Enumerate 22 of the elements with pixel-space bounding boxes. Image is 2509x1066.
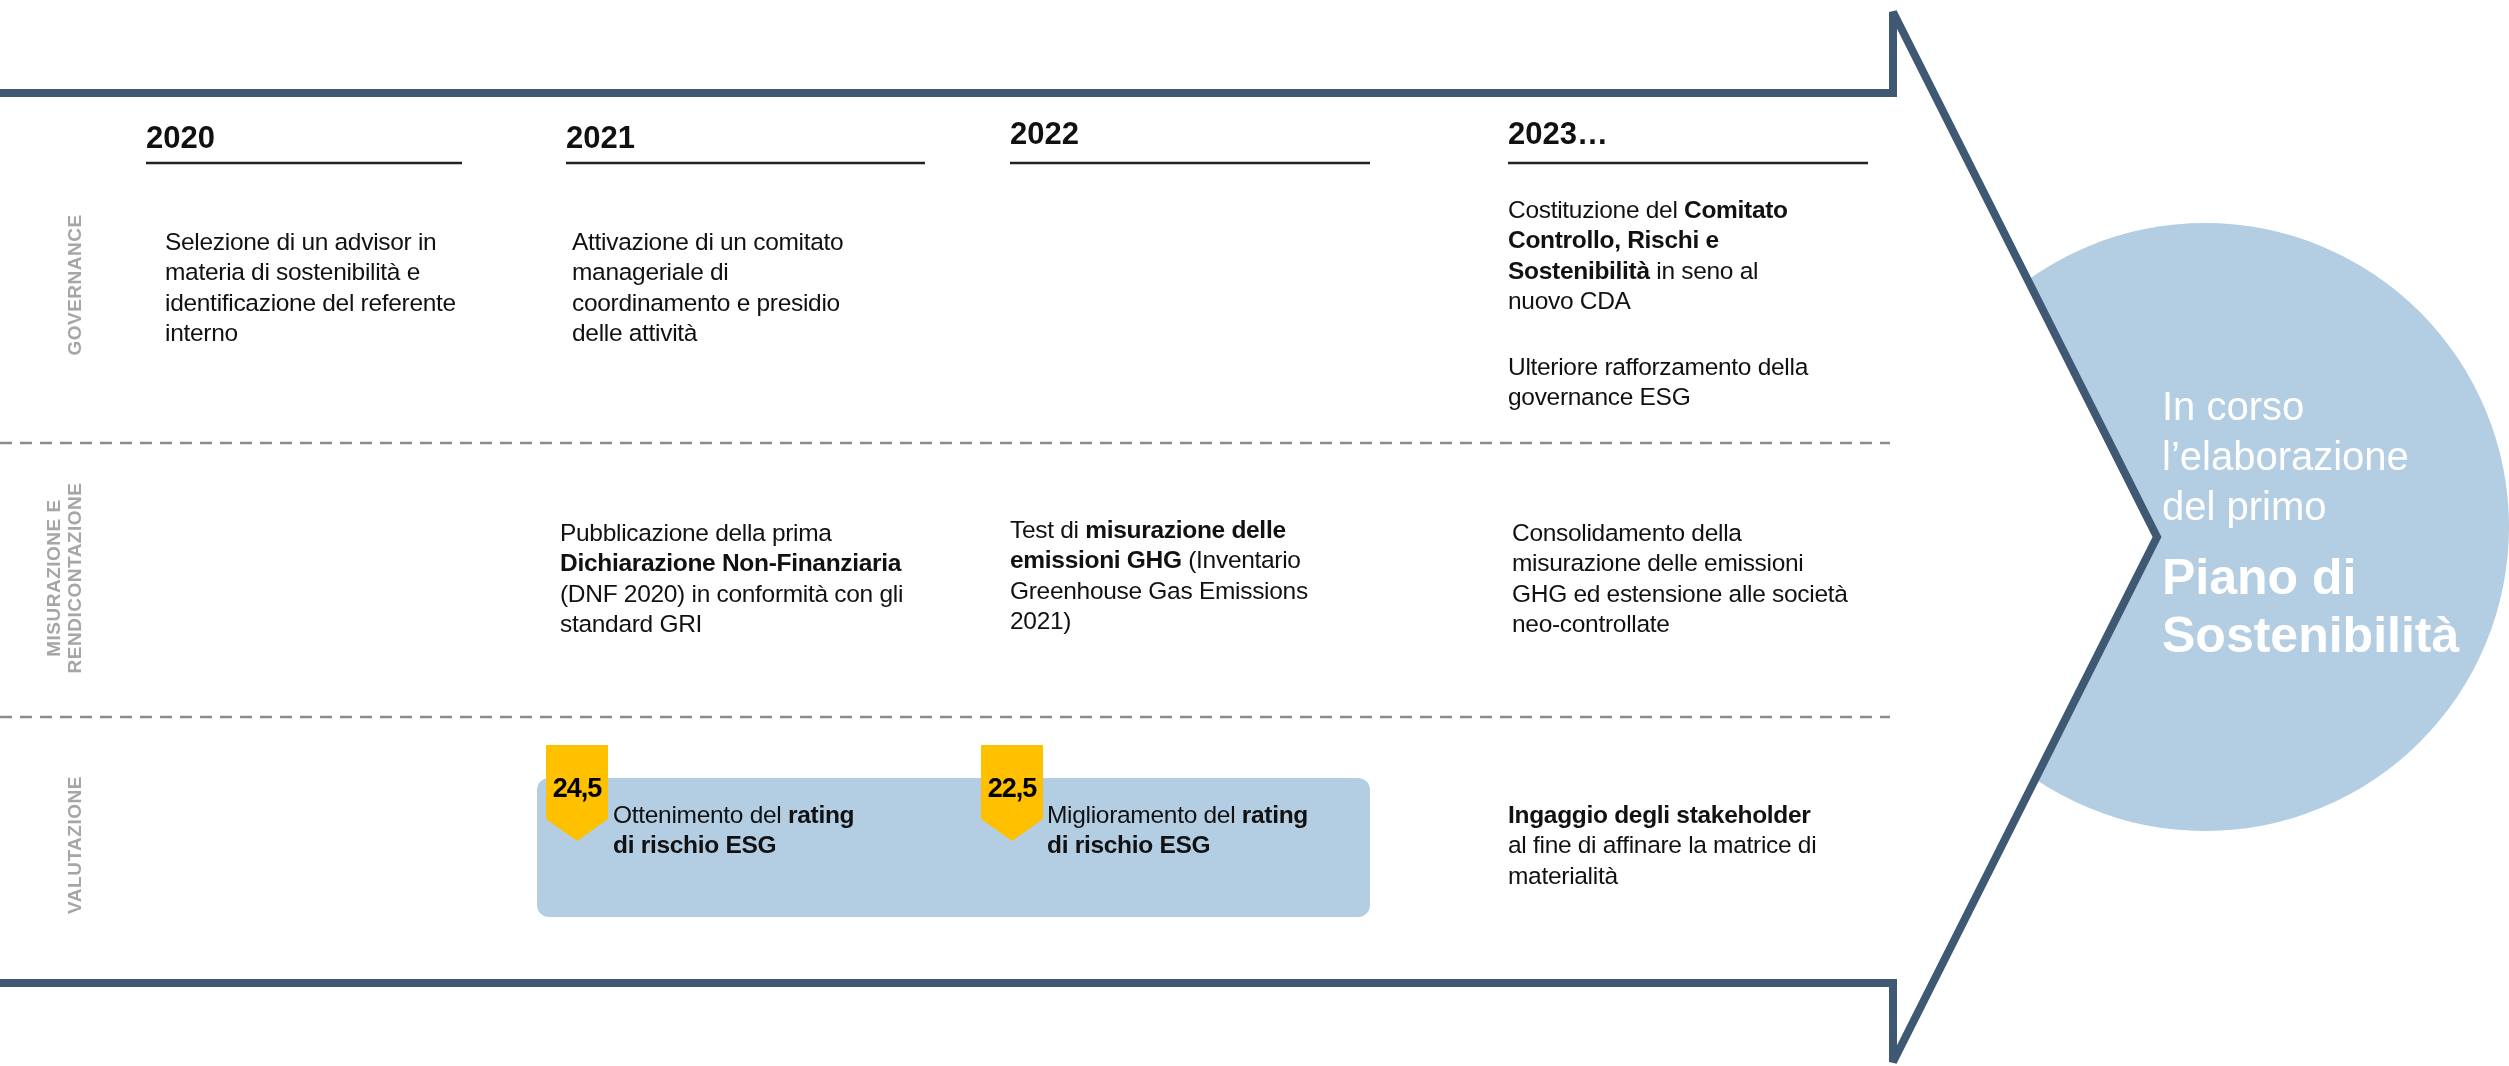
milestone-text: Ingaggio degli stakeholder al fine di affinare la matrice di materialità — [1508, 800, 1818, 891]
year-heading: 2020 — [146, 120, 215, 156]
row-label: VALUTAZIONE — [62, 775, 86, 916]
milestone-text: Ulteriore rafforzamento della governance ESG — [1508, 352, 1810, 413]
year-heading: 2022 — [1010, 116, 1079, 152]
milestone-text: Attivazione di un comitato manageriale di coordinamento e presidio delle attività — [572, 227, 845, 349]
milestone-text: Selezione di un advisor in materia di sostenibilità e identificazione del referente interno — [165, 227, 457, 349]
milestone-text: Costituzione del Comitato Controllo, Rischi e Sostenibilità in seno al nuovo CDA — [1508, 195, 1789, 317]
highlight-band — [537, 778, 1370, 917]
milestone-text: Miglioramento del rating di rischio ESG — [1047, 800, 1310, 861]
goal-text: In corso l’elaborazione del primo — [2162, 383, 2410, 530]
row-label: MISURAZIONE E RENDICONTAZIONE — [43, 481, 86, 676]
score-badge: 24,5 — [546, 745, 608, 841]
year-heading: 2023… — [1508, 116, 1608, 152]
goal-title: Piano di Sostenibilità — [2162, 549, 2461, 664]
score-badge: 22,5 — [981, 745, 1043, 841]
milestone-text: Test di misurazione delle emissioni GHG (Inventario Greenhouse Gas Emissions 2021) — [1010, 515, 1309, 637]
milestone-text: Pubblicazione della prima Dichiarazione Non-Finanziaria (DNF 2020) in conformità con gli standard GRI — [560, 518, 905, 640]
milestone-text: Ottenimento del rating di rischio ESG — [613, 800, 856, 861]
milestone-text: Consolidamento della misurazione delle emissioni GHG ed estensione alle società neo-controllate — [1512, 518, 1849, 640]
row-label: GOVERNANCE — [62, 213, 86, 358]
year-heading: 2021 — [566, 120, 635, 156]
